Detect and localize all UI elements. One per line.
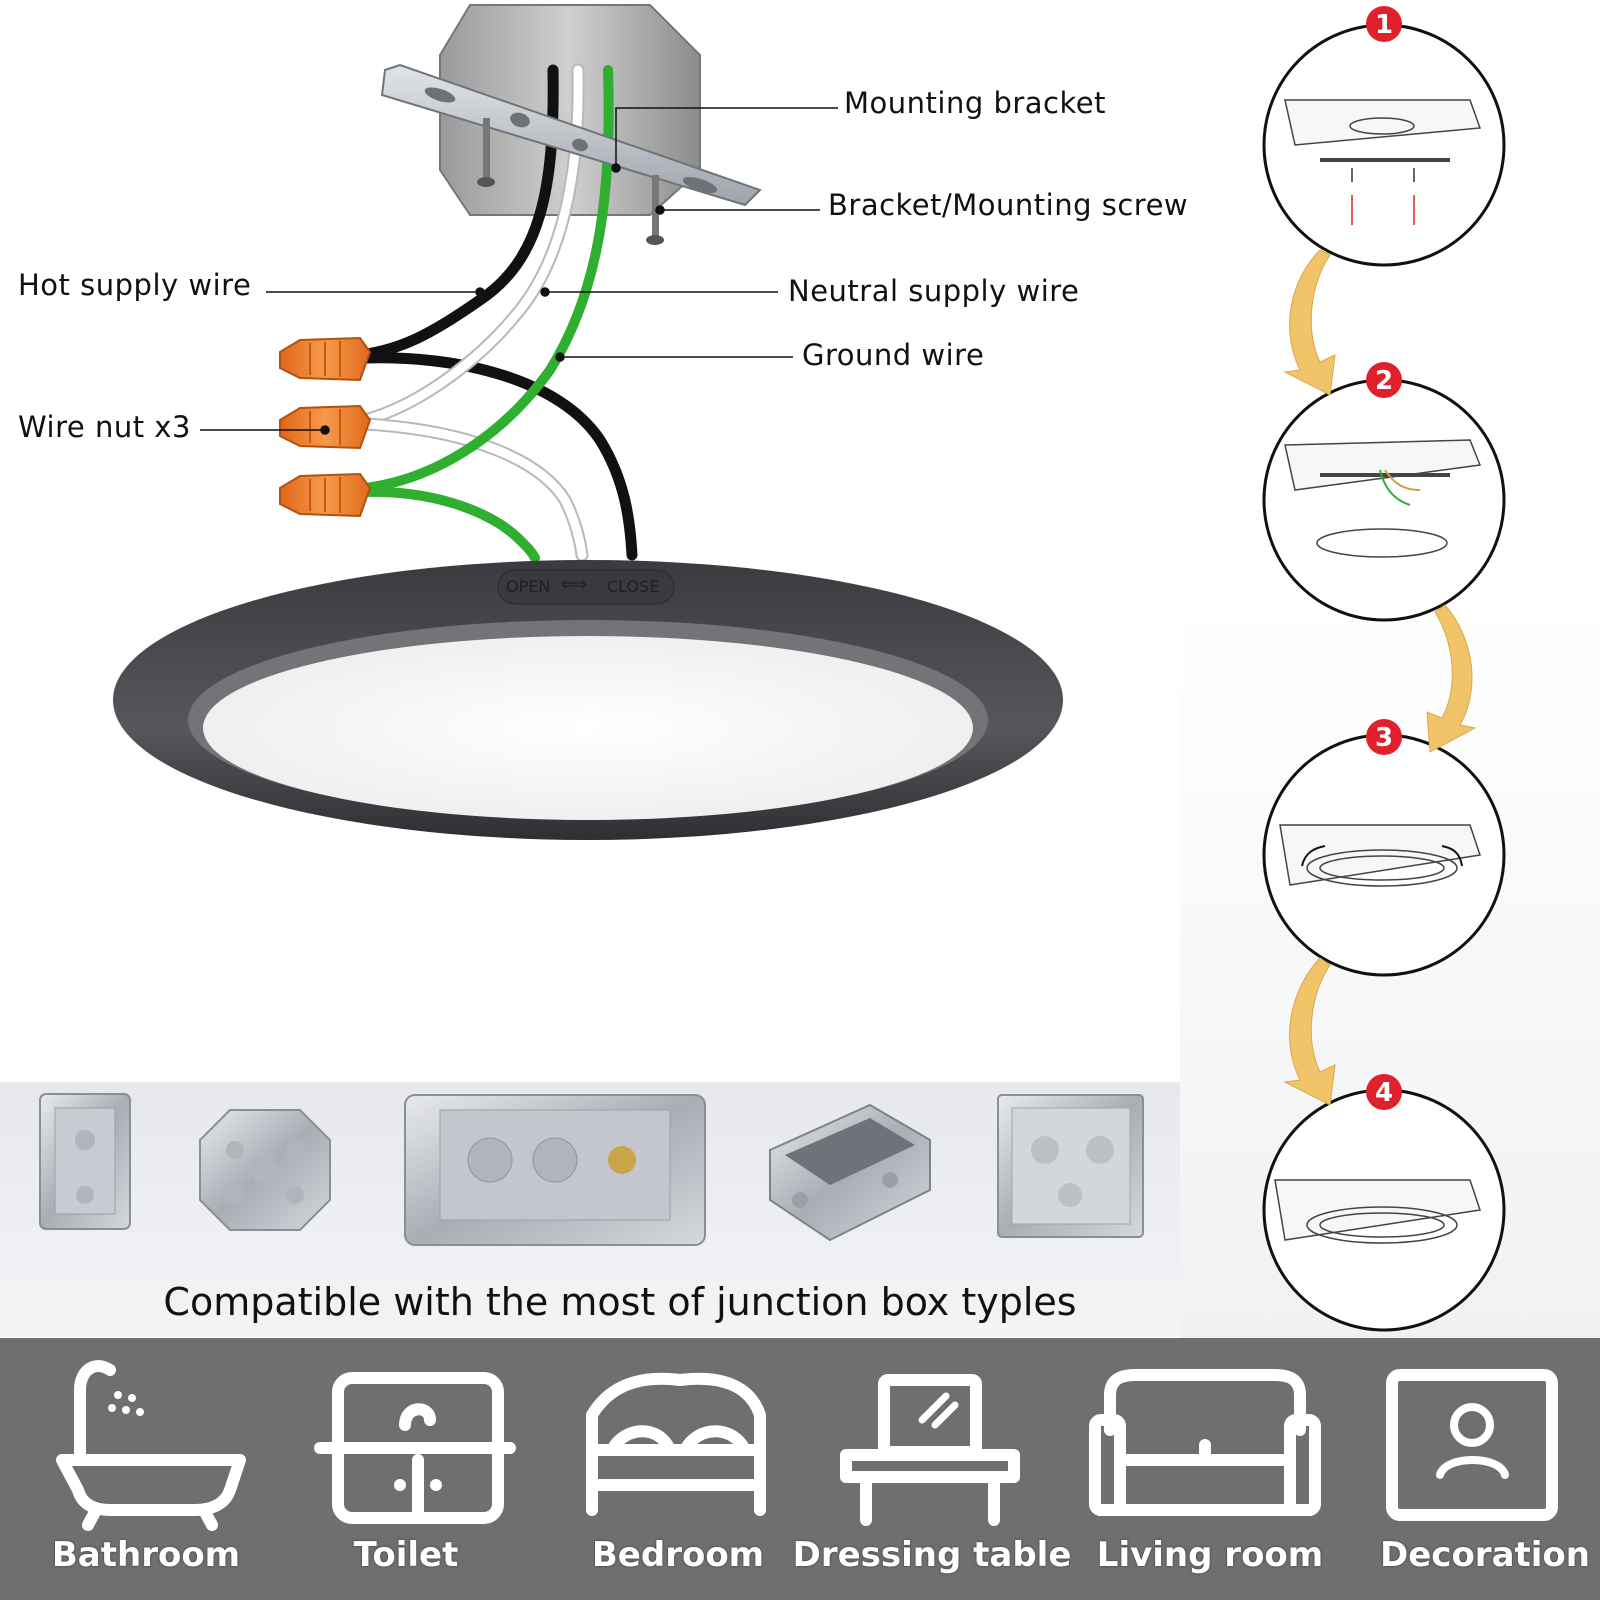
ground-wire-lower	[360, 486, 540, 563]
room-label-dressing-table: Dressing table	[792, 1535, 1072, 1575]
neutral-wire-upper-fill	[360, 65, 583, 425]
hot-wire-label: Hot supply wire	[18, 268, 252, 302]
bracket-slots	[424, 87, 718, 193]
applications-band	[0, 1338, 1600, 1600]
mounting-bracket-label: Mounting bracket	[844, 86, 1106, 120]
ground-wire-upper	[360, 65, 614, 493]
ground-wire-label: Ground wire	[802, 338, 985, 372]
wire-nut-2	[279, 404, 372, 450]
room-label-decoration: Decoration	[1380, 1535, 1590, 1575]
hot-wire-upper	[354, 64, 559, 361]
fixture-lens	[203, 636, 973, 820]
led-fixture	[113, 560, 1063, 840]
neutral-wire-lower-fill	[360, 419, 587, 560]
mounting-bracket	[380, 63, 762, 207]
compatibility-caption: Compatible with the most of junction box…	[163, 1280, 1077, 1324]
room-label-bedroom: Bedroom	[591, 1535, 765, 1575]
neutral-wire-label: Neutral supply wire	[788, 274, 1080, 308]
hot-wire-lower	[359, 352, 638, 561]
wire-nuts	[279, 336, 372, 518]
room-label-living-room: Living room	[1096, 1535, 1324, 1575]
open-label: OPEN	[506, 577, 551, 596]
wire-nut-3	[279, 472, 372, 518]
room-label-toilet: Toilet	[353, 1535, 459, 1575]
close-label: CLOSE	[607, 577, 660, 596]
wires	[354, 63, 638, 563]
wire-nut-1	[279, 336, 372, 382]
wire-nut-label: Wire nut x3	[18, 410, 191, 444]
room-label-bathroom: Bathroom	[51, 1535, 241, 1575]
open-close-arrow-icon: ⟺	[561, 574, 588, 595]
bracket-screw-label: Bracket/Mounting screw	[828, 188, 1189, 222]
